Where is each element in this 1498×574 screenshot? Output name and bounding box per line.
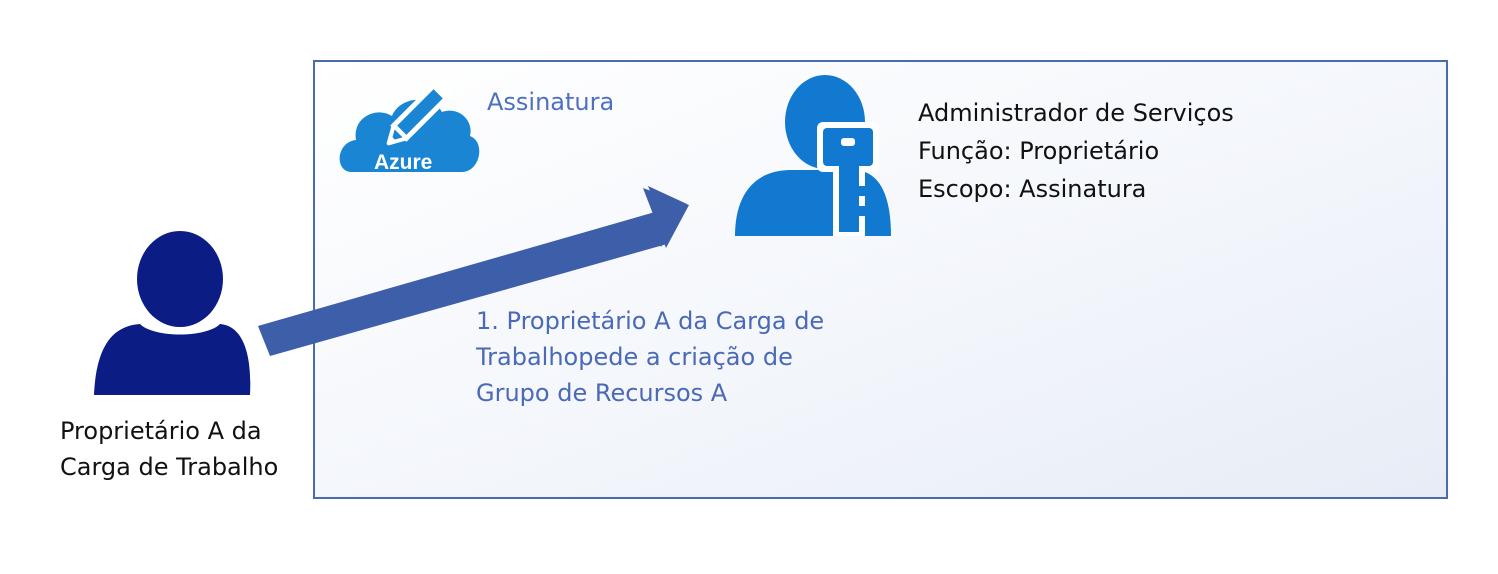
azure-badge-text: Azure (374, 151, 432, 174)
workload-owner-line-1: Proprietário A da (60, 417, 262, 445)
service-admin-role: Função: Proprietário (918, 137, 1160, 165)
service-admin-title: Administrador de Serviços (918, 99, 1234, 127)
request-line-1: 1. Proprietário A da Carga de (476, 307, 825, 335)
subscription-label: Assinatura (487, 88, 615, 116)
service-admin-scope: Escopo: Assinatura (918, 175, 1147, 203)
admin-key-person-icon (735, 75, 891, 236)
workload-owner-label: Proprietário A da Carga de Trabalho (60, 413, 278, 485)
request-description: 1. Proprietário A da Carga de Trabalhope… (476, 303, 824, 411)
person-icon (94, 231, 251, 395)
workload-owner-line-2: Carga de Trabalho (60, 453, 279, 481)
service-admin-details: Administrador de Serviços Função: Propri… (918, 94, 1234, 208)
request-line-2: Trabalhopede a criação de (476, 343, 793, 371)
azure-cloud-pencil-icon: Azure (339, 78, 480, 174)
request-line-3: Grupo de Recursos A (476, 379, 728, 407)
